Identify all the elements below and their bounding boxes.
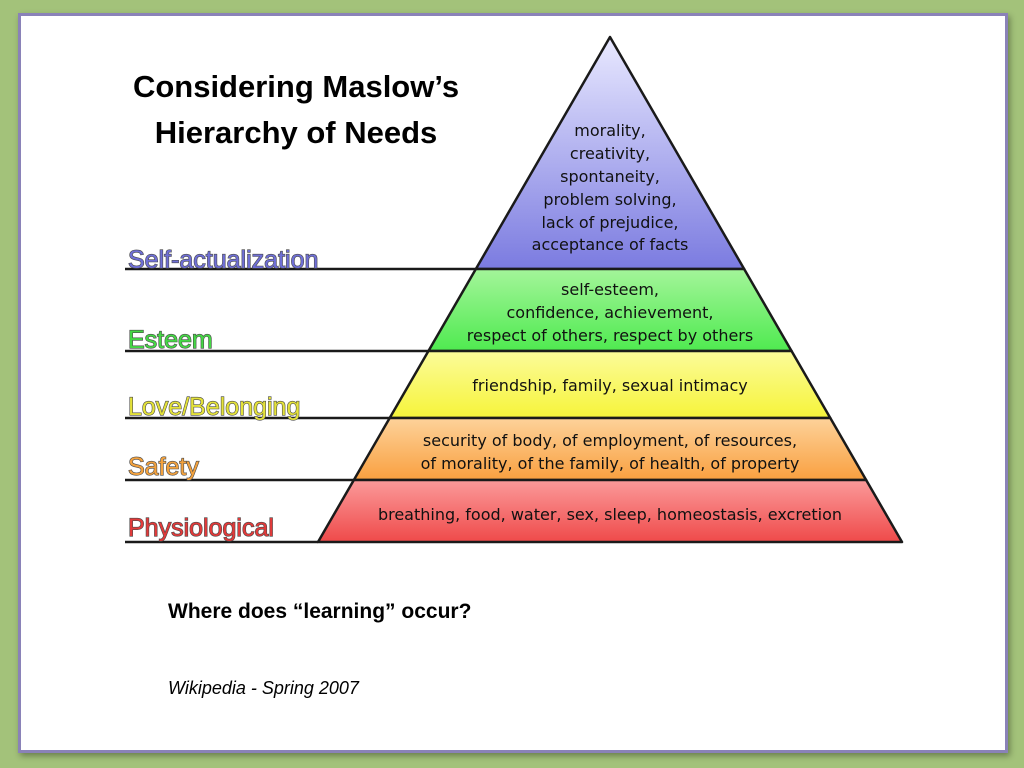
title-line-2: Hierarchy of Needs — [154, 115, 438, 150]
slide: Considering Maslow’s Hierarchy of Needs … — [18, 13, 1008, 753]
level-description-line: friendship, family, sexual intimacy — [472, 376, 747, 395]
level-description-line: problem solving, — [543, 190, 676, 209]
pyramid-band-physiological — [316, 478, 904, 544]
level-label: Love/Belonging — [128, 393, 300, 421]
level-description-line: breathing, food, water, sex, sleep, home… — [378, 505, 842, 524]
level-label: Self-actualization — [128, 246, 318, 274]
level-description-line: security of body, of employment, of reso… — [423, 431, 797, 450]
level-description-line: acceptance of facts — [532, 235, 689, 254]
level-label: Safety — [128, 453, 199, 481]
title-line-1: Considering Maslow’s — [132, 69, 460, 104]
level-label: Esteem — [128, 326, 213, 354]
slide-title: Considering Maslow’s Hierarchy of Needs — [101, 64, 491, 156]
level-label: Physiological — [128, 514, 274, 542]
level-description-line: self-esteem, — [561, 280, 659, 299]
level-description-line: of morality, of the family, of health, o… — [421, 454, 800, 473]
level-description-line: confidence, achievement, — [506, 303, 713, 322]
level-description-line: spontaneity, — [560, 167, 660, 186]
question-text: Where does “learning” occur? — [168, 600, 472, 623]
source-citation: Wikipedia - Spring 2007 — [168, 678, 359, 698]
level-description-line: respect of others, respect by others — [467, 326, 753, 345]
level-description-line: creativity, — [570, 144, 650, 163]
level-description-line: morality, — [574, 121, 645, 140]
level-description-line: lack of prejudice, — [541, 213, 678, 232]
